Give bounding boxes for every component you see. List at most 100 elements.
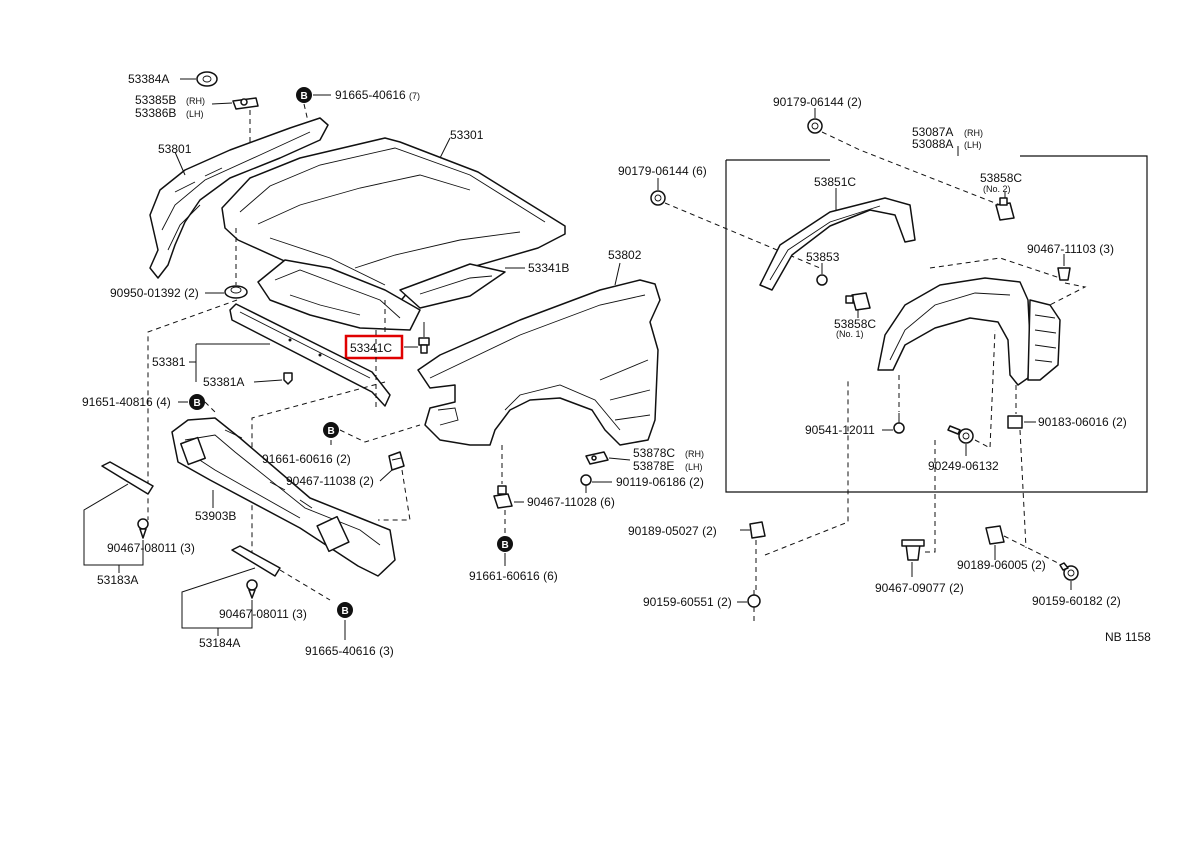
bolt-badge-91665-40616-3: B bbox=[337, 602, 353, 618]
label-53385B-qual: (RH) bbox=[186, 96, 205, 106]
label-90467-09077: 90467-09077 (2) bbox=[875, 581, 964, 595]
diagram-id: NB 1158 bbox=[1105, 630, 1151, 644]
part-53301-hood-shape bbox=[221, 137, 566, 305]
label-90159-60182: 90159-60182 (2) bbox=[1032, 594, 1121, 608]
label-53903B: 53903B bbox=[195, 509, 236, 523]
part-90183-06016-shape bbox=[1007, 415, 1023, 429]
label-53386B: 53386B bbox=[135, 106, 176, 120]
label-53087A: 53087A bbox=[912, 125, 953, 139]
part-53381A-shape bbox=[283, 372, 293, 385]
label-90189-06005: 90189-06005 (2) bbox=[957, 558, 1046, 572]
label-90467-11038: 90467-11038 (2) bbox=[286, 474, 374, 488]
label-53851C: 53851C bbox=[814, 175, 856, 189]
label-53384A: 53384A bbox=[128, 72, 169, 86]
part-90189-05027-shape bbox=[749, 521, 766, 539]
label-90249-06132: 90249-06132 bbox=[928, 459, 999, 473]
label-90541-12011: 90541-12011 bbox=[805, 423, 875, 437]
label-90467-08011-b: 90467-08011 (3) bbox=[219, 607, 307, 621]
label-53858C-top-qual: (No. 2) bbox=[983, 184, 1011, 194]
part-90119-06186-shape bbox=[580, 474, 592, 493]
part-53341B-shape bbox=[257, 259, 506, 331]
bolt-badge-91665-40616-7: B bbox=[296, 87, 312, 103]
part-53184A-shape bbox=[231, 545, 281, 577]
svg-text:B: B bbox=[301, 91, 308, 102]
part-53341C-shape bbox=[418, 337, 430, 354]
label-91665-40616-3: 91665-40616 (3) bbox=[305, 644, 394, 658]
svg-text:B: B bbox=[502, 540, 509, 551]
label-53184A: 53184A bbox=[199, 636, 240, 650]
part-53801-shape bbox=[149, 117, 329, 279]
part-53381-shape bbox=[229, 303, 391, 407]
svg-text:B: B bbox=[194, 398, 201, 409]
label-90950-01392: 90950-01392 (2) bbox=[110, 286, 199, 300]
flare-assembly-frame bbox=[725, 155, 1148, 493]
part-90159-60551-shape bbox=[747, 590, 761, 608]
label-53878E-qual: (LH) bbox=[685, 462, 703, 472]
part-90467-11103-shape bbox=[1057, 267, 1071, 281]
label-53858C-bot-qual: (No. 1) bbox=[836, 329, 864, 339]
part-90467-09077-shape bbox=[901, 539, 925, 561]
label-90179-06144-top: 90179-06144 (2) bbox=[773, 95, 862, 109]
part-53385B-shape bbox=[232, 97, 259, 110]
part-53853-shape bbox=[816, 274, 828, 286]
part-90467-08011-a-shape bbox=[137, 518, 149, 539]
part-53183A-shape bbox=[101, 461, 154, 495]
part-90467-11038-shape bbox=[388, 451, 405, 471]
label-53878E: 53878E bbox=[633, 459, 674, 473]
label-53385B: 53385B bbox=[135, 93, 176, 107]
label-53087A-qual: (RH) bbox=[964, 128, 983, 138]
label-53301: 53301 bbox=[450, 128, 484, 142]
svg-text:B: B bbox=[328, 426, 335, 437]
label-53878C: 53878C bbox=[633, 446, 675, 460]
label-53381A: 53381A bbox=[203, 375, 244, 389]
label-53802: 53802 bbox=[608, 248, 642, 262]
label-90189-05027: 90189-05027 (2) bbox=[628, 524, 717, 538]
part-90249-06132-shape bbox=[947, 425, 974, 444]
label-90159-60551: 90159-60551 (2) bbox=[643, 595, 732, 609]
bolt-badge-91651-40816: B bbox=[189, 394, 205, 410]
label-53341C: 53341C bbox=[350, 341, 392, 355]
part-53858C-no1-shape bbox=[845, 292, 871, 311]
label-91651-40816: 91651-40816 (4) bbox=[82, 395, 171, 409]
part-90950-01392-shape bbox=[224, 285, 248, 299]
label-91665-40616-7-qual: (7) bbox=[409, 91, 420, 101]
label-90183-06016: 90183-06016 (2) bbox=[1038, 415, 1127, 429]
part-90179-06144-top-shape bbox=[807, 118, 823, 134]
part-90467-08011-b-shape bbox=[246, 579, 258, 599]
label-90119-06186: 90119-06186 (2) bbox=[616, 475, 704, 489]
highlight-53341C bbox=[344, 334, 404, 360]
part-53858C-no2-shape bbox=[995, 197, 1015, 221]
label-90467-11103: 90467-11103 (3) bbox=[1027, 242, 1114, 256]
label-91665-40616-7: 91665-40616 bbox=[335, 88, 406, 102]
label-53088A-qual: (LH) bbox=[964, 140, 982, 150]
label-53878C-qual: (RH) bbox=[685, 449, 704, 459]
bolt-badge-91661-60616-6: B bbox=[497, 536, 513, 552]
part-90541-12011-shape bbox=[893, 413, 905, 434]
bolt-badge-91661-60616-2: B bbox=[323, 422, 339, 438]
label-53183A: 53183A bbox=[97, 573, 138, 587]
label-53386B-qual: (LH) bbox=[186, 109, 204, 119]
part-90159-60182-shape bbox=[1059, 562, 1079, 581]
part-flare-body-shape bbox=[877, 277, 1061, 386]
label-53858C-top: 53858C bbox=[980, 171, 1022, 185]
label-90179-06144-left: 90179-06144 (6) bbox=[618, 164, 707, 178]
label-91661-60616-6: 91661-60616 (6) bbox=[469, 569, 558, 583]
label-90467-08011-a: 90467-08011 (3) bbox=[107, 541, 195, 555]
label-53801: 53801 bbox=[158, 142, 192, 156]
label-90467-11028: 90467-11028 (6) bbox=[527, 495, 615, 509]
part-90467-11028-shape bbox=[493, 485, 513, 509]
part-53851C-shape bbox=[759, 197, 916, 291]
part-53878C-shape bbox=[585, 451, 609, 465]
svg-text:B: B bbox=[342, 606, 349, 617]
label-91661-60616-2: 91661-60616 (2) bbox=[262, 452, 351, 466]
part-53384A-shape bbox=[196, 71, 218, 87]
label-53088A: 53088A bbox=[912, 137, 953, 151]
label-53853: 53853 bbox=[806, 250, 840, 264]
label-53381: 53381 bbox=[152, 355, 186, 369]
part-53903B-shape bbox=[171, 417, 396, 577]
label-53341B: 53341B bbox=[528, 261, 569, 275]
part-53802-fender-shape bbox=[417, 279, 661, 446]
part-90179-06144-left-shape bbox=[650, 190, 666, 206]
